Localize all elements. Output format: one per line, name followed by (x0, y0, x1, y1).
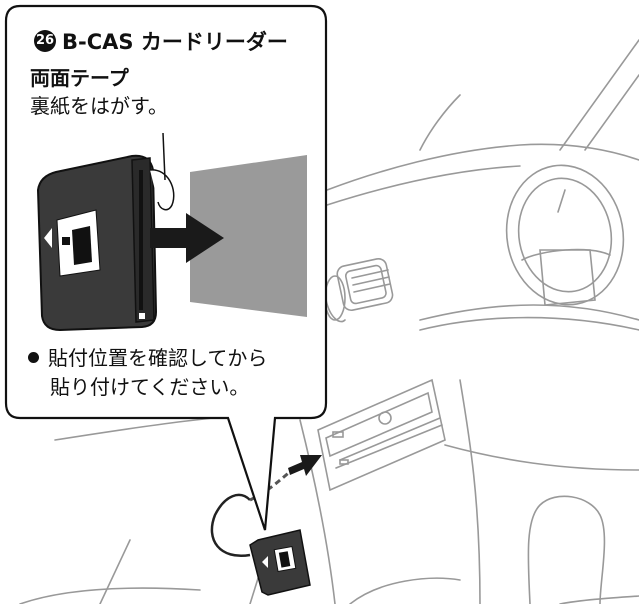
bullet-icon (28, 352, 39, 363)
car-interior-line-art (19, 39, 639, 604)
step-heading: 26 B-CAS カードリーダー (34, 26, 288, 56)
step-number-badge: 26 (34, 30, 56, 52)
step-title: B-CAS カードリーダー (62, 30, 288, 54)
note-line-2: 貼り付けてください。 (50, 375, 250, 399)
part-label: 両面テープ (30, 66, 129, 90)
card-reader-small (249, 529, 311, 596)
apply-tape-arrow (150, 213, 224, 263)
note-text-1: 貼付位置を確認してから (48, 346, 268, 370)
card-reader-large (36, 132, 175, 332)
callout-bubble (4, 4, 328, 531)
action-text: 裏紙をはがす。 (30, 94, 168, 118)
install-arrow (288, 455, 322, 476)
double-sided-tape (190, 155, 307, 317)
note-line-1: 貼付位置を確認してから (28, 342, 267, 371)
